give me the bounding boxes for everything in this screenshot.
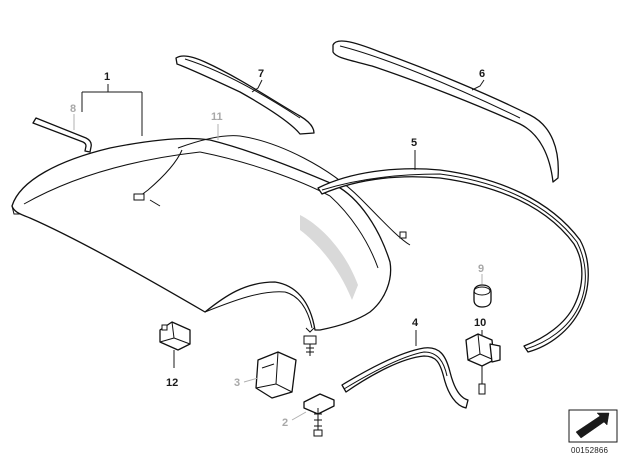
callout-labels: 1 2 3 4 5 6 7 8 9 10 11 12 [70, 68, 486, 429]
callout-9: 9 [478, 263, 484, 275]
callout-10: 10 [474, 317, 486, 329]
arrow-icon [575, 412, 610, 439]
catalog-stamp [568, 409, 618, 443]
callout-6: 6 [479, 68, 485, 80]
callout-3: 3 [234, 377, 240, 389]
part-11-wiring-harness [133, 135, 411, 246]
catalog-number: 00152866 [571, 446, 609, 455]
callout-11: 11 [211, 111, 223, 123]
part-9-rubber-stop [473, 284, 492, 308]
part-7-side-trim [175, 55, 315, 135]
part-6-trim-strip [332, 40, 559, 183]
callout-2: 2 [282, 417, 288, 429]
callout-5: 5 [411, 137, 417, 149]
part-12-clip [159, 321, 191, 351]
part-5-weatherstrip [317, 168, 589, 353]
callout-4: 4 [412, 317, 419, 329]
callout-8: 8 [70, 103, 76, 115]
part-1-hardtop-shell [11, 137, 392, 331]
part-10-latch [465, 333, 501, 395]
front-bolt [303, 327, 317, 356]
part-2-bolt [303, 393, 335, 437]
callout-7: 7 [258, 68, 264, 80]
part-8-hex-key [32, 117, 92, 153]
part-4-curved-seal [341, 347, 469, 409]
callout-12: 12 [166, 377, 178, 389]
leader-lines [73, 79, 485, 421]
callout-1: 1 [104, 71, 110, 83]
part-3-bracket [255, 351, 297, 399]
